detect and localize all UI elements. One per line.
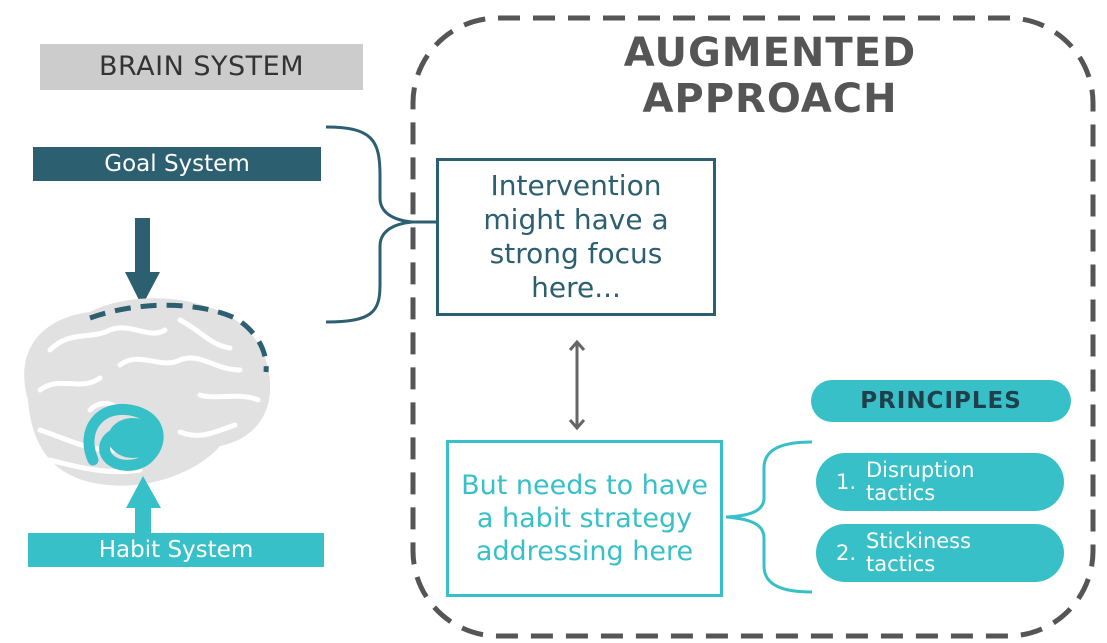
principle-item-disruption: 1. Disruption tactics <box>816 453 1064 511</box>
principle-label: Disruption tactics <box>866 459 974 505</box>
principle-label: Stickiness tactics <box>866 530 971 576</box>
title-line-2: APPROACH <box>642 76 898 122</box>
up-arrow-icon <box>126 476 161 536</box>
habit-strategy-text: But needs to have a habit strategy addre… <box>461 470 708 567</box>
augmented-approach-dashed-frame <box>410 15 1096 639</box>
down-arrow-icon <box>125 218 160 306</box>
principle-label-line1: Disruption <box>866 458 975 482</box>
habit-system-label: Habit System <box>28 533 324 567</box>
brain-system-title: BRAIN SYSTEM <box>40 44 363 90</box>
principle-item-stickiness: 2. Stickiness tactics <box>816 524 1064 582</box>
principle-number: 2. <box>836 541 857 565</box>
augmented-approach-title: AUGMENTED APPROACH <box>560 30 980 122</box>
goal-system-label: Goal System <box>33 147 321 181</box>
principle-number: 1. <box>836 470 857 494</box>
principle-label-line2: tactics <box>866 552 936 576</box>
brain-icon <box>24 298 271 486</box>
principles-header: PRINCIPLES <box>811 380 1071 422</box>
principles-bracket <box>725 440 813 594</box>
intervention-text: Intervention might have a strong focus h… <box>483 169 669 304</box>
title-line-1: AUGMENTED <box>623 30 917 76</box>
principle-label-line1: Stickiness <box>866 529 972 553</box>
double-arrow-icon <box>568 339 586 431</box>
principle-label-line2: tactics <box>866 481 936 505</box>
habit-strategy-box: But needs to have a habit strategy addre… <box>446 440 723 597</box>
intervention-box: Intervention might have a strong focus h… <box>436 158 716 316</box>
goal-bracket <box>325 125 438 324</box>
